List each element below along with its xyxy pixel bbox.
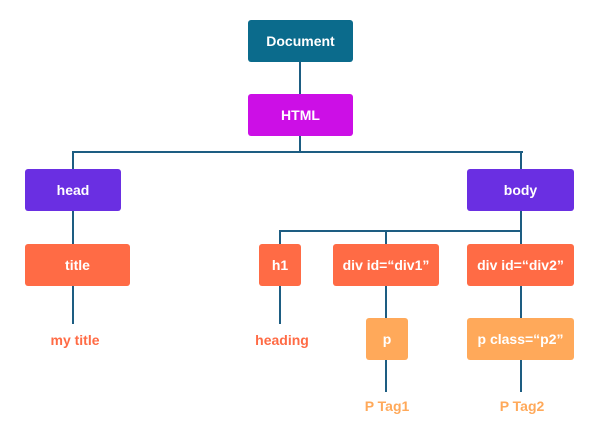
connector-p2-text	[520, 360, 522, 392]
text-leaf-heading: heading	[255, 332, 309, 348]
connector-title-text	[72, 286, 74, 324]
node-document: Document	[248, 20, 353, 62]
connector-p-text	[385, 360, 387, 392]
node-h1: h1	[259, 244, 301, 286]
node-p: p	[366, 318, 408, 360]
connector-div1-p	[385, 286, 387, 319]
connector-to-head	[72, 151, 74, 169]
node-div1: div id=“div1”	[333, 244, 439, 286]
text-leaf-p-tag1: P Tag1	[364, 398, 410, 414]
connector-html-stem	[299, 136, 301, 152]
node-head: head	[25, 169, 121, 211]
connector-to-body	[520, 151, 522, 169]
connector-head-title	[72, 211, 74, 244]
connector-div2-p2	[520, 286, 522, 319]
text-leaf-my-title: my title	[50, 332, 100, 348]
node-p-class-p2: p class=“p2”	[467, 318, 574, 360]
connector-to-h1	[279, 230, 281, 244]
connector-body-stem	[520, 211, 522, 231]
connector-document-html	[299, 62, 301, 94]
node-div2: div id=“div2”	[467, 244, 574, 286]
connector-to-div1	[385, 230, 387, 244]
connector-body-children-bar	[279, 230, 522, 232]
connector-h1-text	[279, 286, 281, 324]
connector-head-body-bar	[72, 151, 523, 153]
node-body: body	[467, 169, 574, 211]
node-title: title	[25, 244, 130, 286]
node-html: HTML	[248, 94, 353, 136]
connector-to-div2	[520, 230, 522, 244]
text-leaf-p-tag2: P Tag2	[499, 398, 545, 414]
